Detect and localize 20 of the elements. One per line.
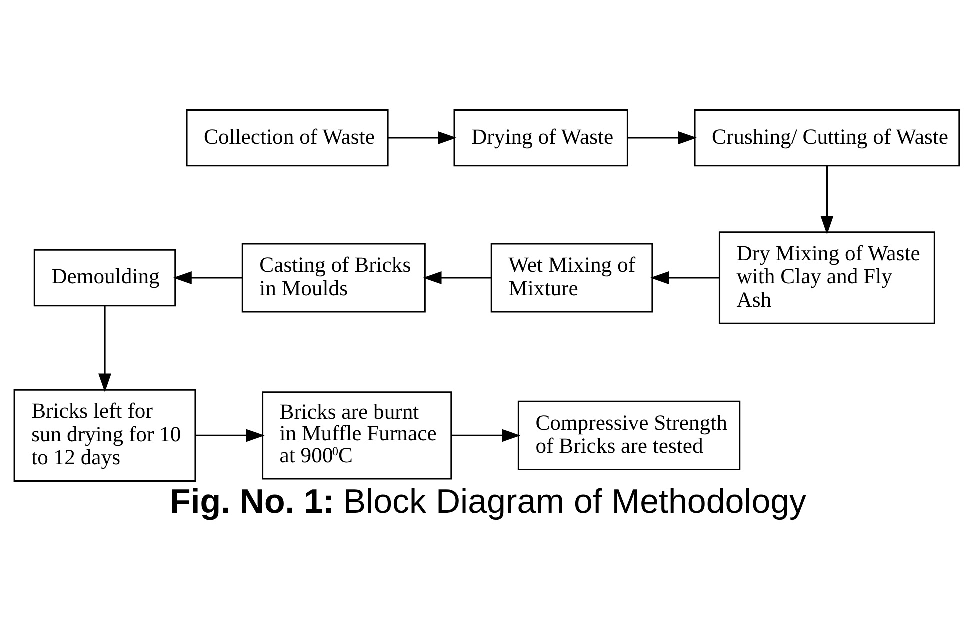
arrow	[628, 132, 698, 145]
arrow	[98, 306, 112, 392]
node-box: Demoulding	[34, 249, 176, 307]
arrow	[452, 429, 521, 442]
node-box: Bricks are burnt in Muffle Furnace at 900$^{0}$C	[262, 392, 452, 480]
node-box: Wet Mixing of Mixture	[490, 243, 654, 313]
node-box: Dry Mixing of Waste with Clay and Fly Ash	[718, 232, 936, 324]
arrow	[423, 271, 492, 284]
arrow	[196, 429, 265, 442]
arrow	[388, 132, 457, 145]
node-box: Casting of Bricks in Moulds	[242, 243, 426, 313]
node-box: Crushing/ Cutting of Waste	[694, 109, 960, 167]
node-box: Drying of Waste	[454, 109, 628, 167]
node-box: Compressive Strength of Bricks are tested	[518, 400, 741, 470]
caption: Fig. No. 1: Block Diagram of Methodology	[170, 483, 807, 522]
arrow	[820, 166, 834, 235]
arrow	[650, 271, 720, 284]
node-box: Bricks left for sun drying for 10 to 12 days	[14, 389, 196, 482]
node-box: Collection of Waste	[186, 109, 389, 167]
arrow	[173, 271, 242, 284]
